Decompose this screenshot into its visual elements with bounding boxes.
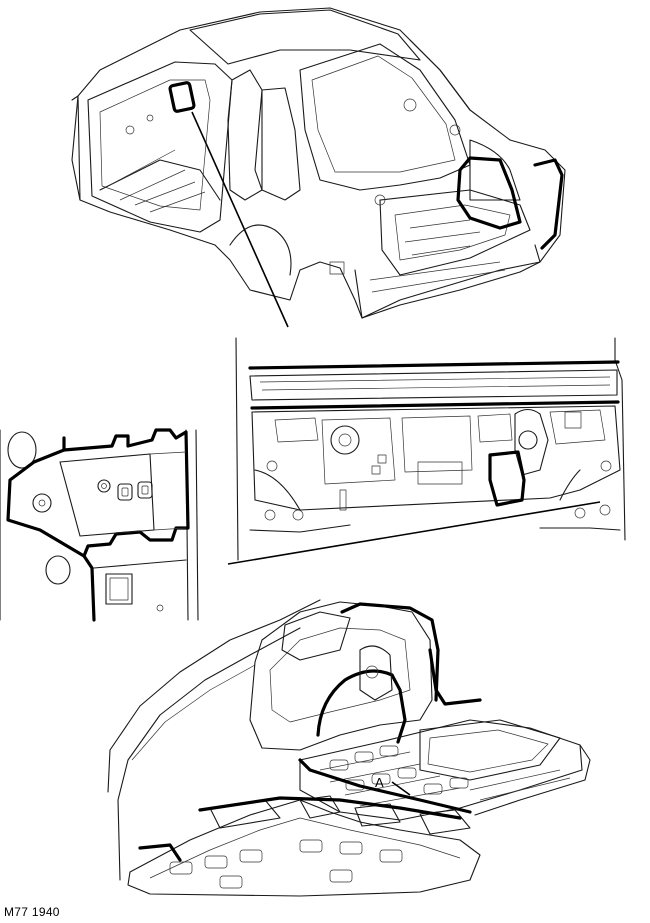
- bracket-zoom-detail: [0, 428, 199, 622]
- rear-interior-view: [107, 599, 591, 897]
- vehicle-body-overview: [71, 7, 566, 328]
- figure-reference: M77 1940: [4, 905, 60, 919]
- rear-panel-detail: [227, 337, 626, 565]
- callout-label-a: A: [375, 775, 384, 790]
